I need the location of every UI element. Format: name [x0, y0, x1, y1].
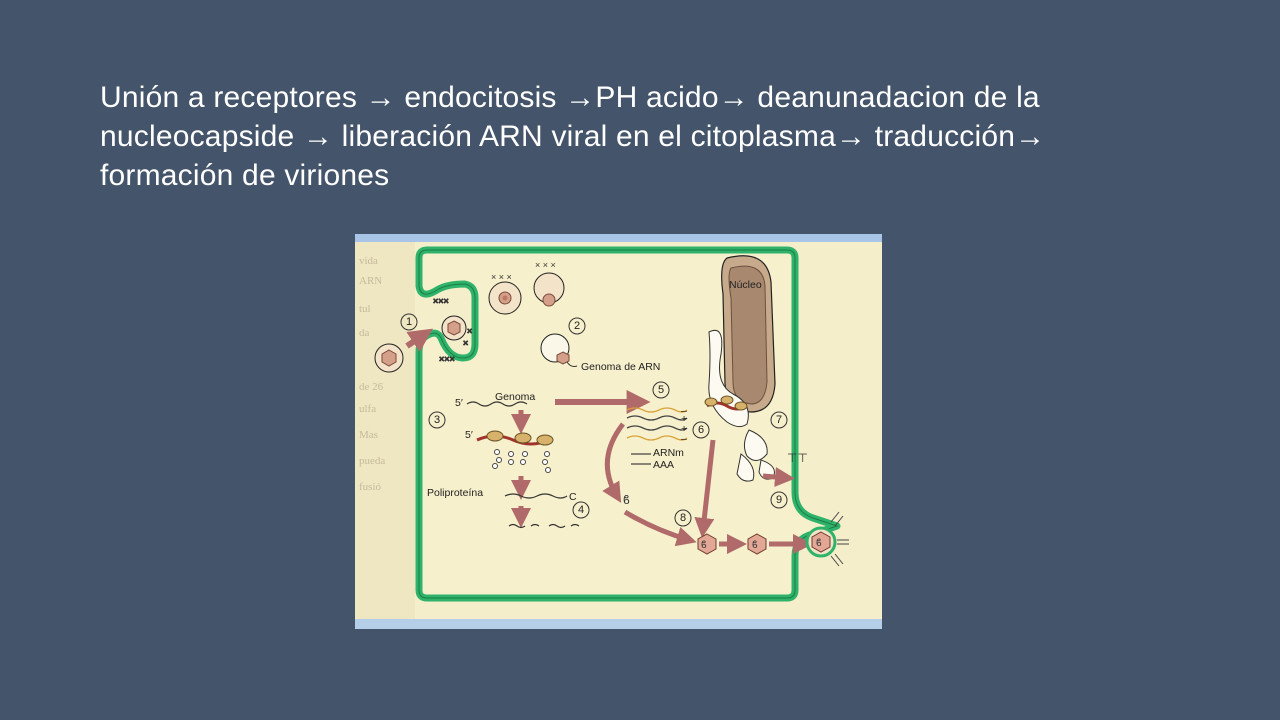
- virus-replication-figure: vida ARN tul da de 26 ulfa Mas pueda fus…: [355, 234, 882, 629]
- label-minus-1: –: [681, 405, 687, 417]
- ghost-text: vida ARN tul da de 26 ulfa Mas pueda fus…: [359, 255, 385, 493]
- er-ribosome-complex: [704, 395, 748, 411]
- label-plus-2: +: [681, 423, 687, 435]
- step-4: 4: [572, 501, 590, 519]
- arrow-replication-to-capsid: [602, 422, 625, 503]
- svg-text:2: 2: [574, 320, 580, 332]
- label-c-terminal: C: [569, 491, 577, 503]
- svg-text:× × ×: × × ×: [535, 260, 556, 270]
- svg-text:fusió: fusió: [359, 481, 382, 493]
- assembly-capsid-1: ϐ: [697, 533, 717, 555]
- step-1: 1: [400, 313, 418, 331]
- genome-strand: [466, 401, 528, 407]
- svg-text:6: 6: [698, 424, 704, 436]
- svg-text:× × ×: × × ×: [491, 272, 512, 282]
- step-8: 8: [674, 509, 692, 527]
- label-mrna: ARNm: [653, 447, 684, 459]
- receptors: ××× × × ×××: [433, 296, 473, 365]
- step-7: 7: [770, 411, 788, 429]
- extracellular-virus: [374, 343, 404, 373]
- svg-text:1: 1: [406, 316, 412, 328]
- step-9: 9: [770, 491, 788, 509]
- endosome: [540, 333, 570, 365]
- svg-text:×××: ×××: [439, 354, 455, 364]
- cleaved-proteins: [508, 523, 580, 529]
- svg-text:×: ×: [463, 338, 468, 348]
- svg-text:7: 7: [776, 414, 782, 426]
- svg-text:5: 5: [658, 384, 664, 396]
- label-5prime-top: 5′: [455, 397, 463, 409]
- step-6: 6: [692, 421, 710, 439]
- label-polyprotein: Poliproteína: [427, 487, 483, 499]
- svg-text:tul: tul: [359, 303, 371, 315]
- svg-text:ϐ: ϐ: [816, 538, 822, 549]
- svg-text:ARN: ARN: [359, 275, 382, 287]
- rna-release-line: [566, 361, 578, 367]
- label-nucleus: Núcleo: [729, 279, 762, 291]
- label-rna-genome: Genoma de ARN: [581, 361, 660, 373]
- endocytic-vesicle-2: × × ×: [533, 260, 565, 307]
- svg-text:ϐ: ϐ: [752, 540, 758, 551]
- assembly-capsid-2: ϐ: [747, 533, 767, 555]
- step-2: 2: [568, 317, 586, 335]
- svg-text:ulfa: ulfa: [359, 403, 376, 415]
- spike-icon: ⊤⊤: [787, 451, 808, 465]
- arrow-er-to-assembly: [694, 439, 716, 538]
- svg-text:3: 3: [434, 414, 440, 426]
- label-genome: Genoma: [495, 391, 535, 403]
- left-margin: [355, 242, 415, 619]
- label-plus-1: +: [681, 413, 687, 425]
- slide-text: Unión a receptores → endocitosis →PH aci…: [100, 81, 1046, 192]
- replication-strands: [626, 407, 688, 465]
- svg-text:pueda: pueda: [359, 455, 385, 467]
- svg-text:4: 4: [578, 504, 584, 516]
- nucleus: [721, 255, 776, 413]
- step-5: 5: [652, 381, 670, 399]
- svg-text:×: ×: [467, 326, 472, 336]
- label-aaa: AAA: [653, 459, 674, 471]
- svg-text:8: 8: [680, 512, 686, 524]
- polyprotein-strand: [504, 493, 568, 499]
- endocytic-vesicle-1: × × ×: [488, 272, 522, 315]
- svg-text:9: 9: [776, 494, 782, 506]
- entry-arrow: [405, 328, 433, 352]
- budding-virion: ϐ: [805, 511, 849, 567]
- svg-text:vida: vida: [359, 255, 378, 267]
- svg-text:ϐ: ϐ: [701, 540, 707, 551]
- label-5prime-bottom: 5′: [465, 429, 473, 441]
- top-bar: [355, 234, 882, 242]
- translating-ribosomes: [476, 430, 554, 473]
- rna-core-icon: ϐ: [623, 493, 630, 507]
- svg-text:Mas: Mas: [359, 429, 378, 441]
- step-3: 3: [428, 411, 446, 429]
- bottom-bar: [355, 619, 882, 629]
- virus-in-pit: [441, 315, 467, 341]
- svg-text:da: da: [359, 327, 370, 339]
- arrow-golgi-to-budding: [762, 467, 795, 487]
- label-minus-2: –: [681, 433, 687, 445]
- svg-text:de 26: de 26: [359, 381, 384, 393]
- svg-text:×××: ×××: [433, 296, 449, 306]
- arrow-to-assembly: [623, 509, 697, 547]
